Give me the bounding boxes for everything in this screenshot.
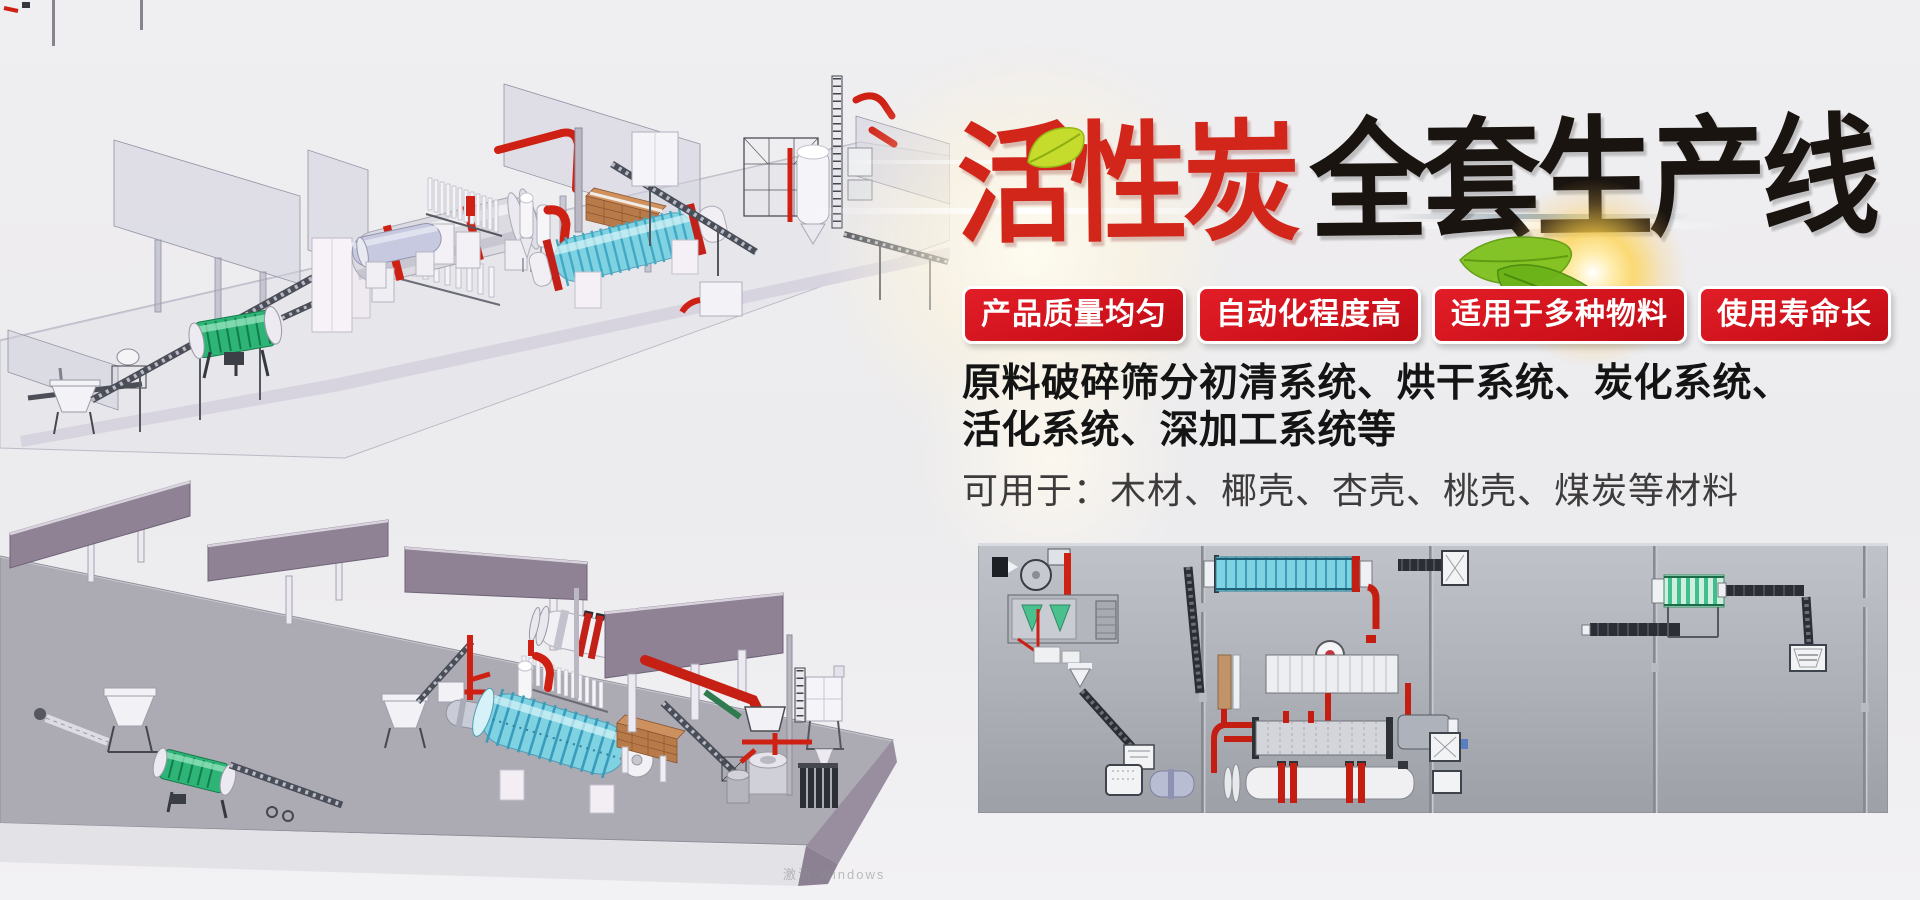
feed-hopper <box>34 687 158 753</box>
light-streak <box>800 208 1270 214</box>
crusher-section <box>992 548 1155 770</box>
feature-badges: 产品质量均匀 自动化程度高 适用于多种物料 使用寿命长 <box>962 286 1891 344</box>
production-line-plan-schematic <box>978 543 1888 813</box>
feed-hopper <box>49 379 101 435</box>
systems-line-1: 原料破碎筛分初清系统、烘干系统、炭化系统、 <box>962 362 1792 405</box>
materials-line: 可用于：木材、椰壳、杏壳、桃壳、煤炭等材料 <box>962 470 1740 511</box>
wood-chipper-drum <box>152 747 344 822</box>
deep-processing-units <box>721 733 838 808</box>
description-block: 原料破碎筛分初清系统、烘干系统、炭化系统、 活化系统、深加工系统等 可用于：木材… <box>962 360 1842 514</box>
cyclone-tanks <box>519 192 551 272</box>
feature-badge: 自动化程度高 <box>1197 286 1421 344</box>
production-line-3d-render-bottom <box>0 480 897 886</box>
drying-section <box>1105 550 1469 803</box>
production-line-3d-render-top <box>0 0 950 459</box>
bag-filter-cabinet <box>805 665 845 766</box>
activation-drum <box>472 687 629 779</box>
feature-badge: 使用寿命长 <box>1698 286 1891 344</box>
dryer-cluster <box>311 127 758 333</box>
carbonization-drum <box>528 203 728 292</box>
title-red-part: 活性炭 <box>955 110 1297 260</box>
feature-badge: 适用于多种物料 <box>1432 286 1687 344</box>
windows-activation-watermark: 激活 Windows <box>783 867 886 882</box>
feature-badge: 产品质量均匀 <box>962 286 1186 344</box>
banner-title: 活性炭全套生产线 <box>956 105 1876 260</box>
systems-line-2: 活化系统、深加工系统等 <box>962 409 1397 452</box>
main-machine-cluster <box>381 588 845 814</box>
light-streak <box>830 160 1190 164</box>
packing-section <box>1581 574 1827 672</box>
